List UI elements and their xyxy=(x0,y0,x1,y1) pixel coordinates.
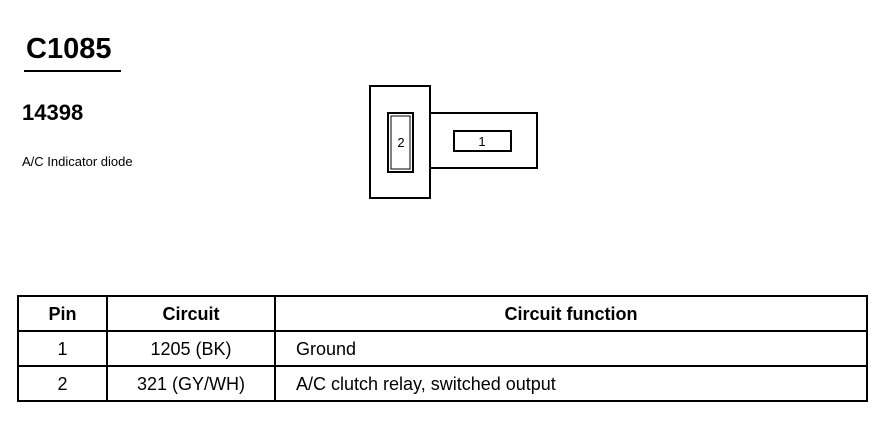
part-number: 14398 xyxy=(22,100,84,125)
pin-1-cavity xyxy=(453,130,512,152)
pin-1-label: 1 xyxy=(478,134,485,149)
pin-2-cavity-inner xyxy=(390,115,411,170)
table-row: 1 1205 (BK) Ground xyxy=(17,330,868,367)
cell-circuit: 321 (GY/WH) xyxy=(106,365,276,402)
header-circuit: Circuit xyxy=(106,295,276,332)
component-description: A/C Indicator diode xyxy=(22,154,133,169)
cell-circuit: 1205 (BK) xyxy=(106,330,276,367)
pinout-table: Pin Circuit Circuit function 1 1205 (BK)… xyxy=(17,295,868,402)
connector-id: C1085 xyxy=(26,33,112,65)
cell-pin: 1 xyxy=(17,330,108,367)
title-underline xyxy=(24,70,121,72)
table-row: 2 321 (GY/WH) A/C clutch relay, switched… xyxy=(17,365,868,402)
cell-circuit-function: Ground xyxy=(274,330,868,367)
cell-pin: 2 xyxy=(17,365,108,402)
header-circuit-function: Circuit function xyxy=(274,295,868,332)
header-pin: Pin xyxy=(17,295,108,332)
pin-2-cavity xyxy=(387,112,414,173)
connector-housing-extension xyxy=(430,112,538,169)
table-header-row: Pin Circuit Circuit function xyxy=(17,295,868,332)
pin-2-label: 2 xyxy=(397,135,404,150)
connector-housing xyxy=(369,85,431,199)
cell-circuit-function: A/C clutch relay, switched output xyxy=(274,365,868,402)
